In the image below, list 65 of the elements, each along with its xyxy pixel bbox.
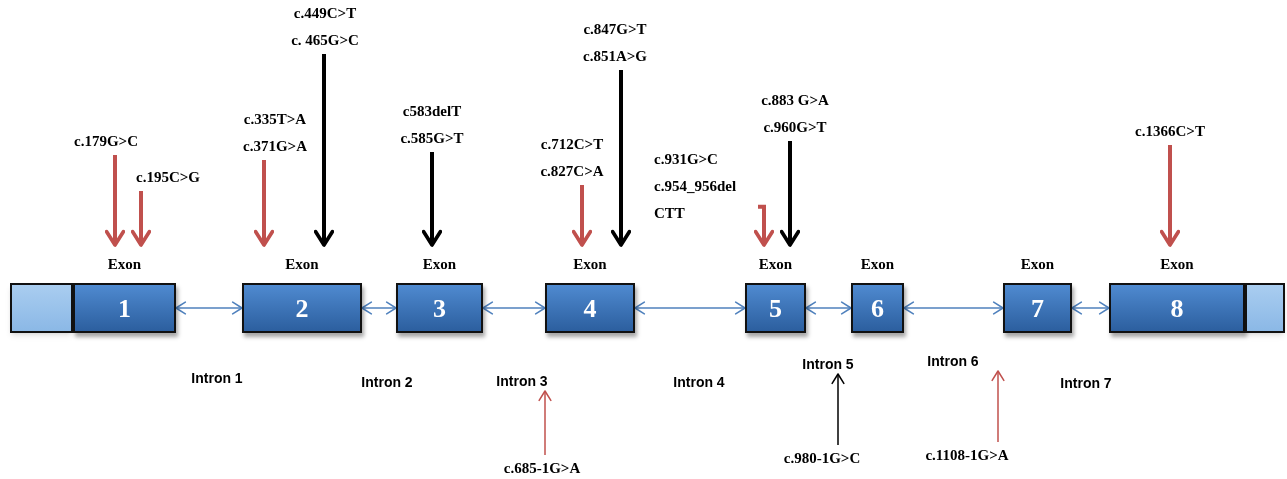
- intron-label: Intron 3: [496, 372, 548, 391]
- mutation-label: c583delT: [402, 102, 462, 121]
- exon-label: Exon: [860, 254, 895, 274]
- arrow: [130, 191, 152, 247]
- mutation-label: c.179G>C: [74, 132, 138, 151]
- mutation-label: c.847G>T: [583, 20, 647, 39]
- arrow: [104, 155, 126, 247]
- exon-label: Exon: [107, 254, 142, 274]
- mutation-label: c.335T>A: [243, 110, 307, 129]
- intron-label: Intron 1: [191, 369, 243, 388]
- double-headed-arrow: [634, 301, 746, 315]
- mutation-label: c.980-1G>C: [783, 449, 861, 468]
- arrow: [610, 70, 632, 247]
- mutation-label: c.1108-1G>A: [925, 446, 1009, 465]
- utr-box: [10, 283, 73, 333]
- mutation-label: c.449C>T: [293, 4, 357, 23]
- intron-label: Intron 6: [927, 352, 979, 371]
- exon-label: Exon: [758, 254, 793, 274]
- double-headed-arrow: [903, 301, 1004, 315]
- mutation-label: c.931G>C: [654, 150, 718, 169]
- exon-label: Exon: [285, 254, 319, 274]
- exon-label: Exon: [573, 254, 607, 274]
- arrow: [313, 54, 335, 247]
- exon-box: 7: [1003, 283, 1072, 333]
- exon-box: 4: [545, 283, 635, 333]
- exon-box: 3: [396, 283, 483, 333]
- exon-box: 1: [73, 283, 176, 333]
- mutation-label: c.954_956del CTT: [654, 177, 738, 223]
- intron-label: Intron 2: [361, 373, 413, 392]
- mutation-label: c. 465G>C: [291, 31, 359, 50]
- exon-box: 6: [851, 283, 904, 333]
- arrow: [421, 152, 443, 247]
- arrow: [571, 185, 593, 247]
- mutation-label: c.371G>A: [243, 137, 307, 156]
- mutation-label: c.960G>T: [763, 118, 827, 137]
- exon-label: Exon: [1160, 254, 1194, 274]
- arrow: [253, 160, 275, 247]
- exon-label: Exon: [1020, 254, 1055, 274]
- mutation-label: c.883 G>A: [761, 91, 829, 110]
- arrow: [779, 141, 801, 247]
- double-headed-arrow: [361, 301, 397, 315]
- double-headed-arrow: [805, 301, 852, 315]
- arrow: [753, 204, 775, 247]
- mutation-label: c.1366C>T: [1135, 122, 1205, 141]
- arrow: [538, 390, 552, 456]
- exon-label: Exon: [422, 254, 457, 274]
- exon-box: 2: [242, 283, 362, 333]
- arrow: [991, 370, 1005, 443]
- mutation-label: c.685-1G>A: [503, 459, 581, 478]
- arrow: [831, 373, 845, 446]
- intron-label: Intron 4: [673, 373, 725, 392]
- intron-label: Intron 7: [1060, 374, 1112, 393]
- exon-box: 8: [1109, 283, 1245, 333]
- exon-box: 5: [745, 283, 806, 333]
- mutation-label: c.712C>T: [540, 135, 604, 154]
- mutation-label: c.851A>G: [583, 47, 647, 66]
- mutation-label: c.585G>T: [400, 129, 464, 148]
- intron-label: Intron 5: [802, 355, 854, 374]
- arrow: [1159, 145, 1181, 247]
- mutation-label: c.195C>G: [136, 168, 200, 187]
- mutation-label: c.827C>A: [540, 162, 604, 181]
- double-headed-arrow: [1071, 301, 1110, 315]
- double-headed-arrow: [175, 301, 243, 315]
- double-headed-arrow: [482, 301, 546, 315]
- utr-box: [1245, 283, 1285, 333]
